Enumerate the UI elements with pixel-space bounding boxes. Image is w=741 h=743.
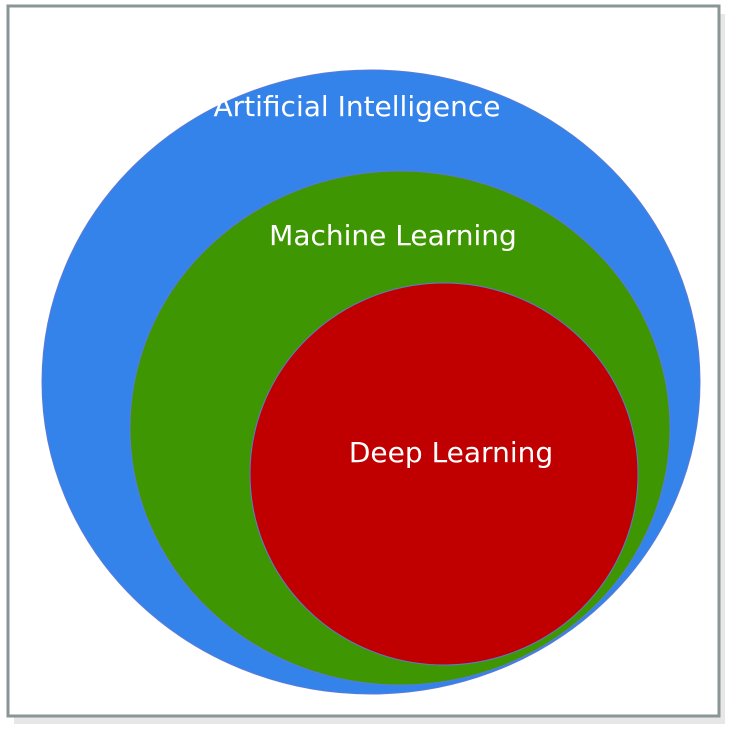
dl-label: Deep Learning	[349, 436, 553, 469]
ai-label: Artificial Intelligence	[214, 90, 501, 123]
dl-circle	[249, 282, 639, 666]
layer-deep-learning: Deep Learning	[249, 282, 639, 666]
ml-label: Machine Learning	[269, 219, 517, 252]
